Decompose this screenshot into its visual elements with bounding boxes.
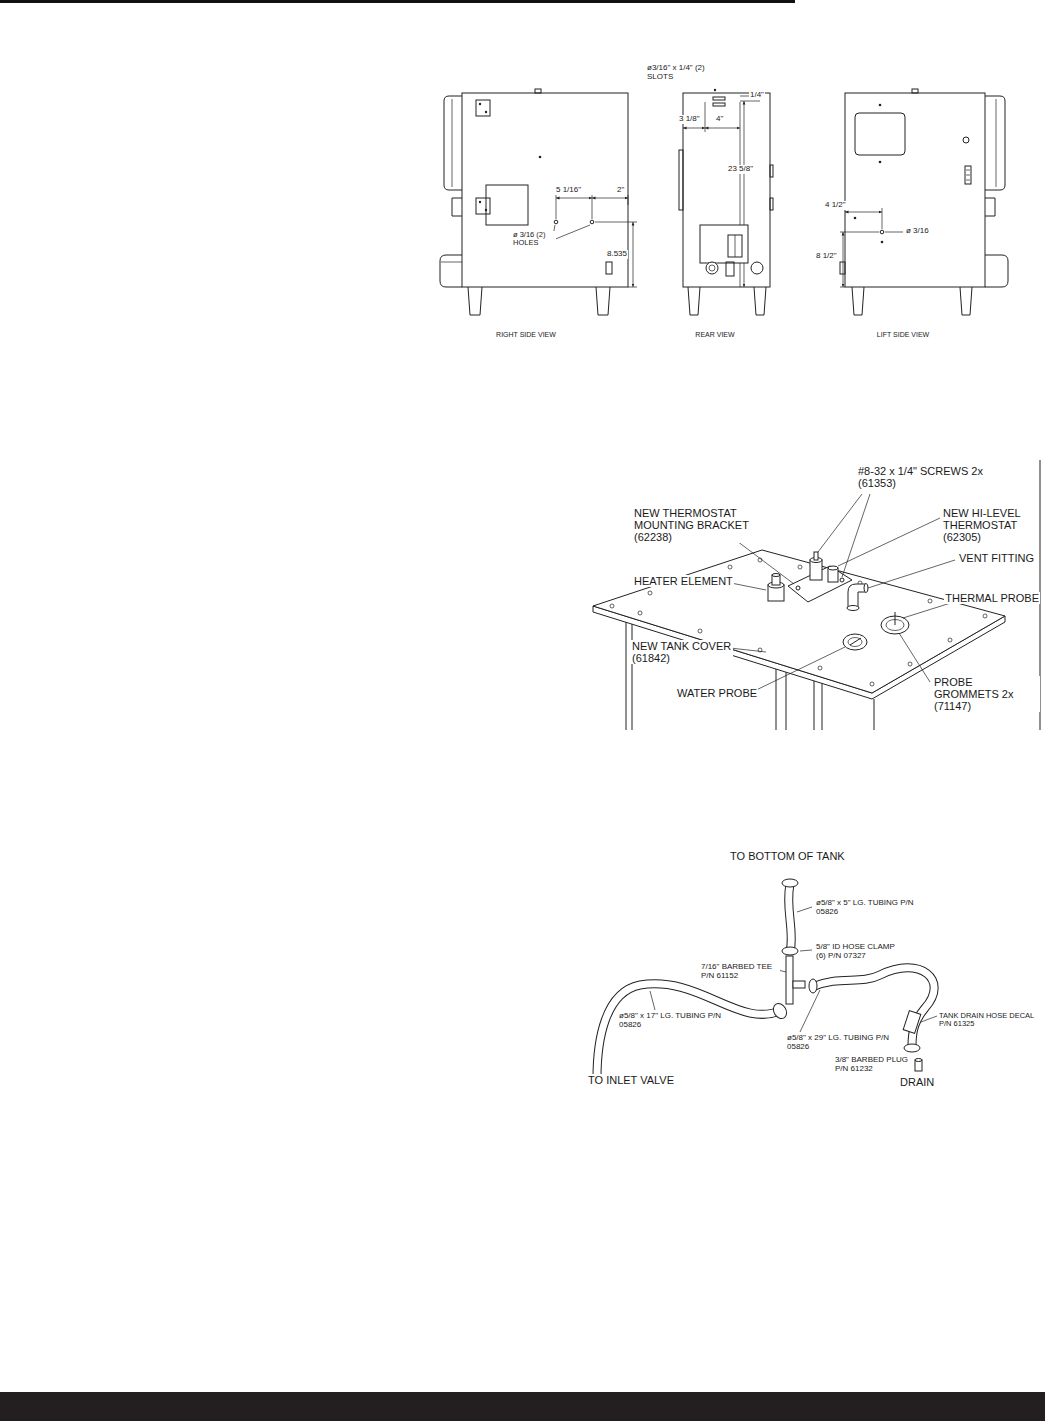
part-callout: 7/16" BARBED TEE P/N 61152 xyxy=(700,963,780,981)
right-side-view xyxy=(440,89,637,315)
part-callout: NEW HI-LEVEL THERMOSTAT (62305) xyxy=(942,507,1039,543)
footer-band xyxy=(0,1392,1045,1421)
flow-note: DRAIN xyxy=(899,1076,935,1088)
left-side-view xyxy=(840,89,1008,315)
dimension-label: 5 1/16" xyxy=(555,186,582,195)
dimension-label: 8.535 xyxy=(606,250,628,259)
dimension-label: 8 1/2" xyxy=(815,252,838,261)
dimension-label: 2" xyxy=(616,186,625,195)
header-rule xyxy=(0,0,795,3)
drain-hose-illustration xyxy=(589,879,937,1085)
dimension-label: 3 1/8" xyxy=(678,115,701,124)
part-callout: 5/8" ID HOSE CLAMP (6) P/N 07327 xyxy=(815,943,905,961)
part-callout: PROBE GROMMETS 2x (71147) xyxy=(933,676,1040,712)
part-callout: ø5/8" x 29" LG. TUBING P/N 05826 xyxy=(786,1034,890,1052)
dimension-label: 23 5/8" xyxy=(727,165,754,174)
part-callout: NEW THERMOSTAT MOUNTING BRACKET (62238) xyxy=(633,507,755,543)
part-callout: NEW TANK COVER (61842) xyxy=(631,640,733,664)
part-callout: #8-32 x 1/4" SCREWS 2x (61353) xyxy=(857,465,984,489)
flow-note: TO BOTTOM OF TANK xyxy=(729,850,846,862)
part-callout: WATER PROBE xyxy=(676,687,758,699)
part-callout: VENT FITTING xyxy=(958,552,1035,564)
part-callout: ø5/8" x 17" LG. TUBING P/N 05826 xyxy=(618,1012,722,1030)
view-title: LIFT SIDE VIEW xyxy=(876,331,930,339)
flow-note: TO INLET VALVE xyxy=(587,1074,675,1086)
hole-callout: ø 3/16 xyxy=(905,227,930,236)
dimension-label: ø3/16" x 1/4" (2) SLOTS xyxy=(646,64,710,82)
hole-callout: ø 3/16 (2) HOLES xyxy=(512,231,556,248)
view-title: RIGHT SIDE VIEW xyxy=(495,331,557,339)
dimension-label: 4" xyxy=(715,115,724,124)
part-callout: ø5/8" x 5" LG. TUBING P/N 05826 xyxy=(815,899,919,917)
part-callout: HEATER ELEMENT xyxy=(633,575,734,587)
part-callout: 3/8" BARBED PLUG P/N 61232 xyxy=(834,1056,914,1074)
view-title: REAR VIEW xyxy=(694,331,735,339)
tank-cover-illustration xyxy=(593,460,1040,730)
dimension-label: 4 1/2" xyxy=(824,201,847,210)
part-callout: THERMAL PROBE xyxy=(944,592,1040,604)
dimension-label: 1/4" xyxy=(749,91,765,100)
part-callout: TANK DRAIN HOSE DECAL P/N 61325 xyxy=(938,1012,1040,1029)
rear-view xyxy=(679,89,773,315)
